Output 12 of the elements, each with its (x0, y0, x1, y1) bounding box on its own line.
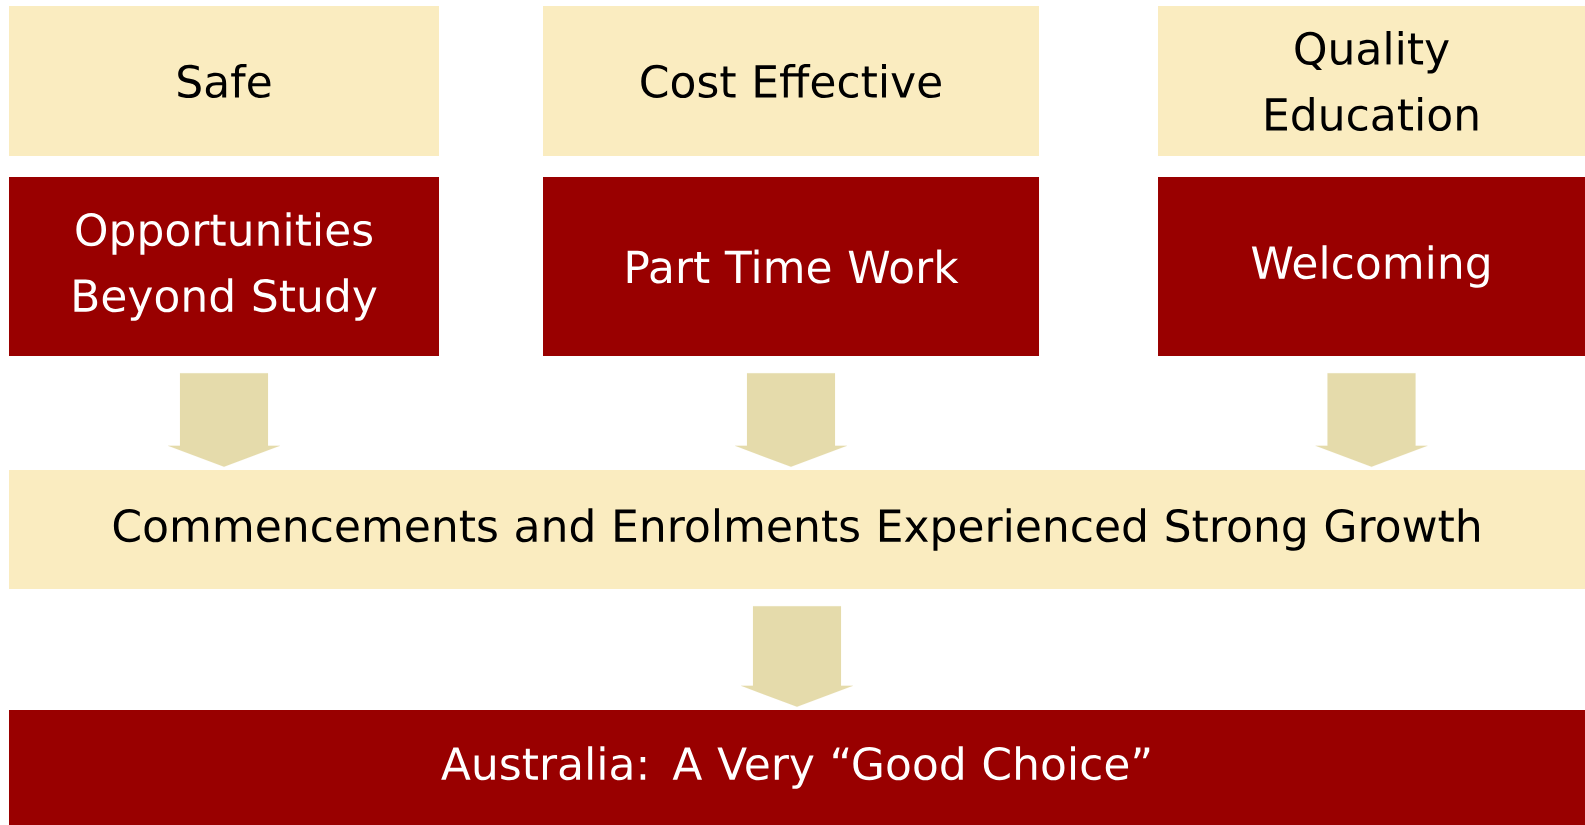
arrow (740, 606, 854, 707)
arrow (1315, 373, 1428, 467)
arrow (734, 373, 848, 467)
banner: Commencements and Enrolments Experienced Strong Growth (9, 470, 1585, 589)
label-box: Cost Effective (543, 6, 1039, 156)
label-box: Safe (9, 6, 439, 156)
arrow (167, 373, 281, 467)
label-box: Quality Education (1158, 6, 1585, 156)
label-box: Opportunities Beyond Study (9, 177, 439, 356)
label-box: Part Time Work (543, 177, 1039, 356)
label-box: Welcoming (1158, 177, 1585, 356)
banner: Australia: A Very “Good Choice” (9, 710, 1585, 825)
